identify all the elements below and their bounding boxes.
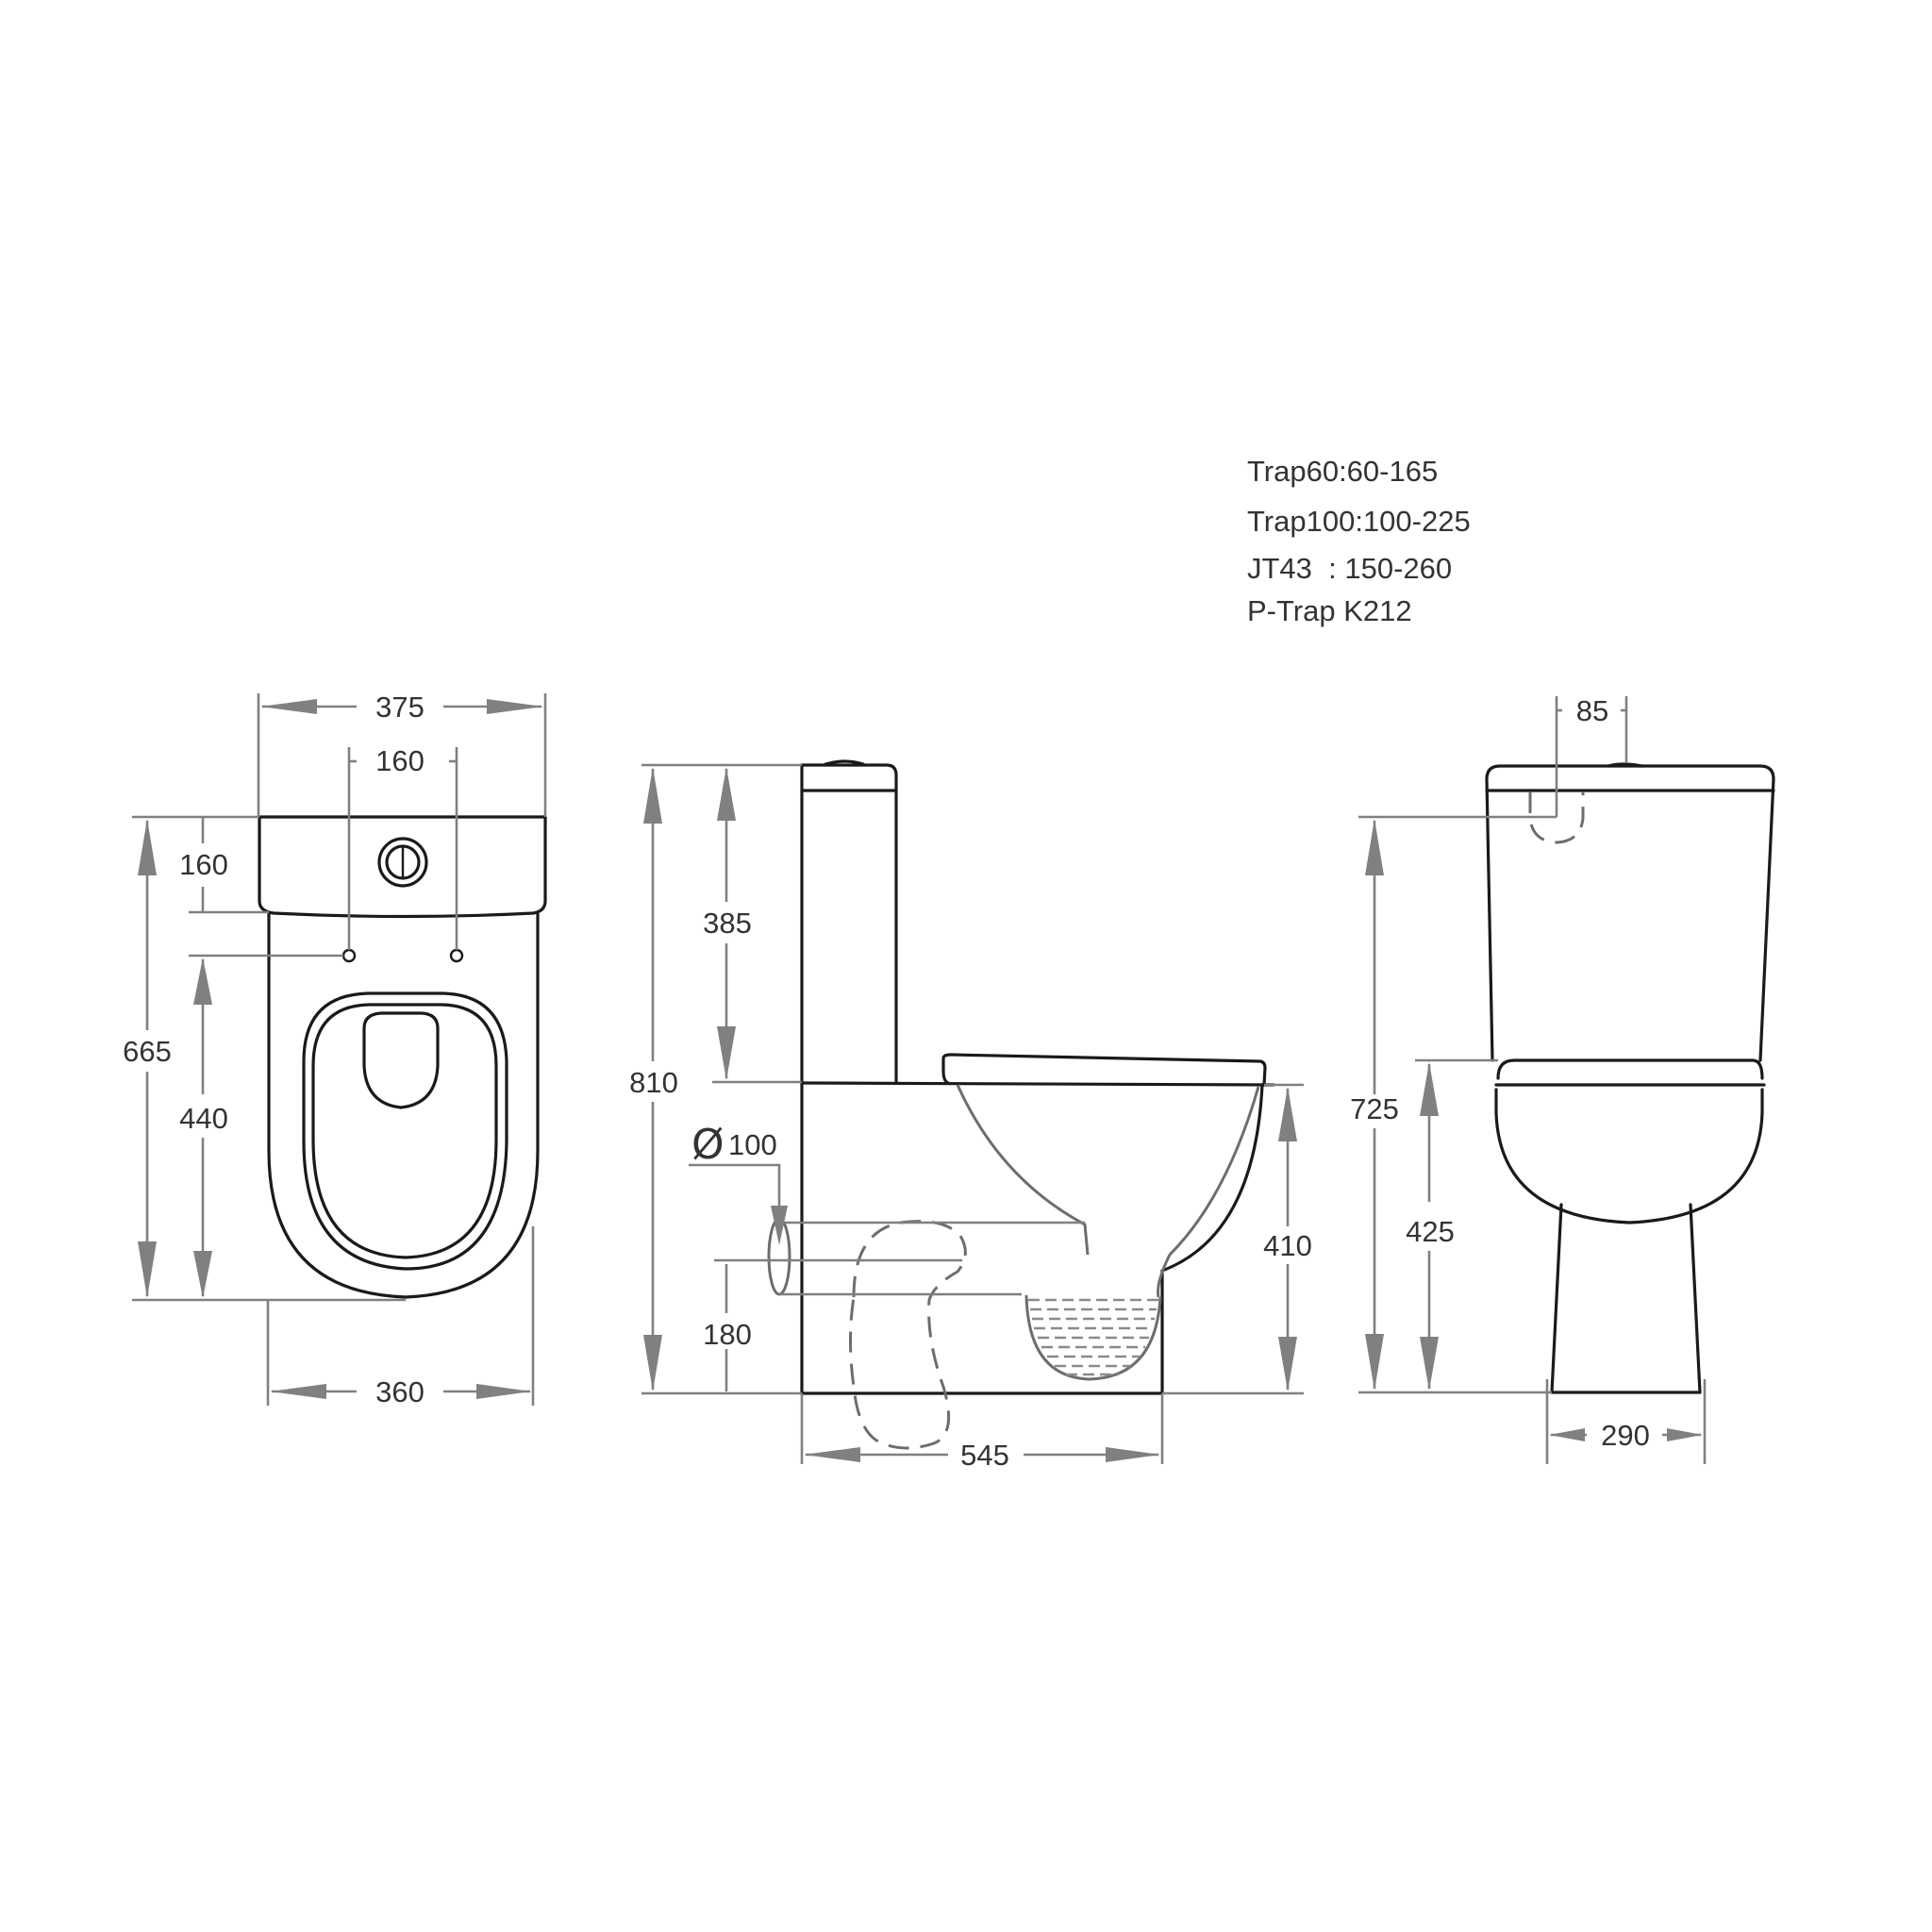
dimension-overall-width: 375: [257, 691, 547, 817]
dim-label-375: 375: [375, 691, 425, 724]
dimension-overall-depth: 665: [123, 815, 406, 1302]
trap-spec-3: JT43 : 150-260: [1247, 552, 1452, 585]
dim-label-100: 100: [728, 1128, 777, 1161]
dimension-button-offset: 85: [1555, 694, 1628, 817]
dimension-cistern-depth: 160: [179, 815, 269, 914]
dim-label-425: 425: [1406, 1215, 1455, 1248]
dimension-outlet-height: 180: [703, 1264, 752, 1391]
dimension-cistern-height: 385: [703, 767, 802, 1084]
dim-label-180: 180: [703, 1318, 752, 1351]
seat-hinge-holes: [341, 948, 464, 963]
dimension-overall-height: 810: [629, 763, 802, 1395]
top-view-outline: [258, 815, 547, 1299]
inlet-hidden-line: [1528, 792, 1585, 844]
dim-label-665: 665: [123, 1035, 172, 1068]
trap-spec-1: Trap60:60-165: [1247, 455, 1438, 488]
dim-label-160-cistern: 160: [179, 848, 228, 881]
dim-label-545: 545: [960, 1439, 1009, 1472]
side-view-outline: [800, 759, 1275, 1395]
dim-label-290: 290: [1601, 1419, 1650, 1452]
side-view: Ø 100 810 385 180: [629, 759, 1312, 1472]
dimension-foot-width: 290: [1545, 1379, 1707, 1464]
flush-button-icon: [377, 837, 428, 888]
dimension-hinge-spacing: 160: [347, 744, 458, 950]
trap-spec-2: Trap100:100-225: [1247, 505, 1471, 538]
bowl-profile: [956, 1084, 1260, 1381]
trap-hidden-line: [849, 1220, 967, 1450]
front-view: 85 725 425 290: [1350, 694, 1775, 1464]
water-level-hatch: [1028, 1298, 1158, 1376]
dim-label-410: 410: [1263, 1229, 1312, 1262]
dimension-base-width: 360: [266, 1226, 535, 1408]
dim-label-360: 360: [375, 1375, 425, 1408]
dim-label-85: 85: [1576, 694, 1608, 727]
dimension-inlet-height: 725: [1350, 815, 1557, 1394]
trap-spec-list: Trap60:60-165 Trap100:100-225 JT43 : 150…: [1247, 455, 1471, 627]
dim-label-810: 810: [629, 1066, 678, 1099]
dim-label-725: 725: [1350, 1092, 1399, 1125]
dimension-hinge-to-front: 440: [179, 954, 343, 1298]
dimension-overall-length: 545: [800, 1393, 1164, 1472]
dimension-rim-height: 410: [1162, 1083, 1312, 1395]
dimension-seat-height: 425: [1406, 1058, 1498, 1391]
dimension-outlet-diameter: Ø 100: [689, 1121, 788, 1245]
dim-label-385: 385: [703, 907, 752, 940]
dim-label-440: 440: [179, 1102, 228, 1135]
dim-label-160-hinge: 160: [375, 744, 425, 777]
front-view-outline: [1485, 762, 1775, 1394]
top-view: 375 160 160 665: [123, 691, 547, 1408]
trap-spec-4: P-Trap K212: [1247, 594, 1412, 627]
diameter-symbol: Ø: [691, 1121, 724, 1169]
outlet-pipe: [714, 1217, 1085, 1296]
